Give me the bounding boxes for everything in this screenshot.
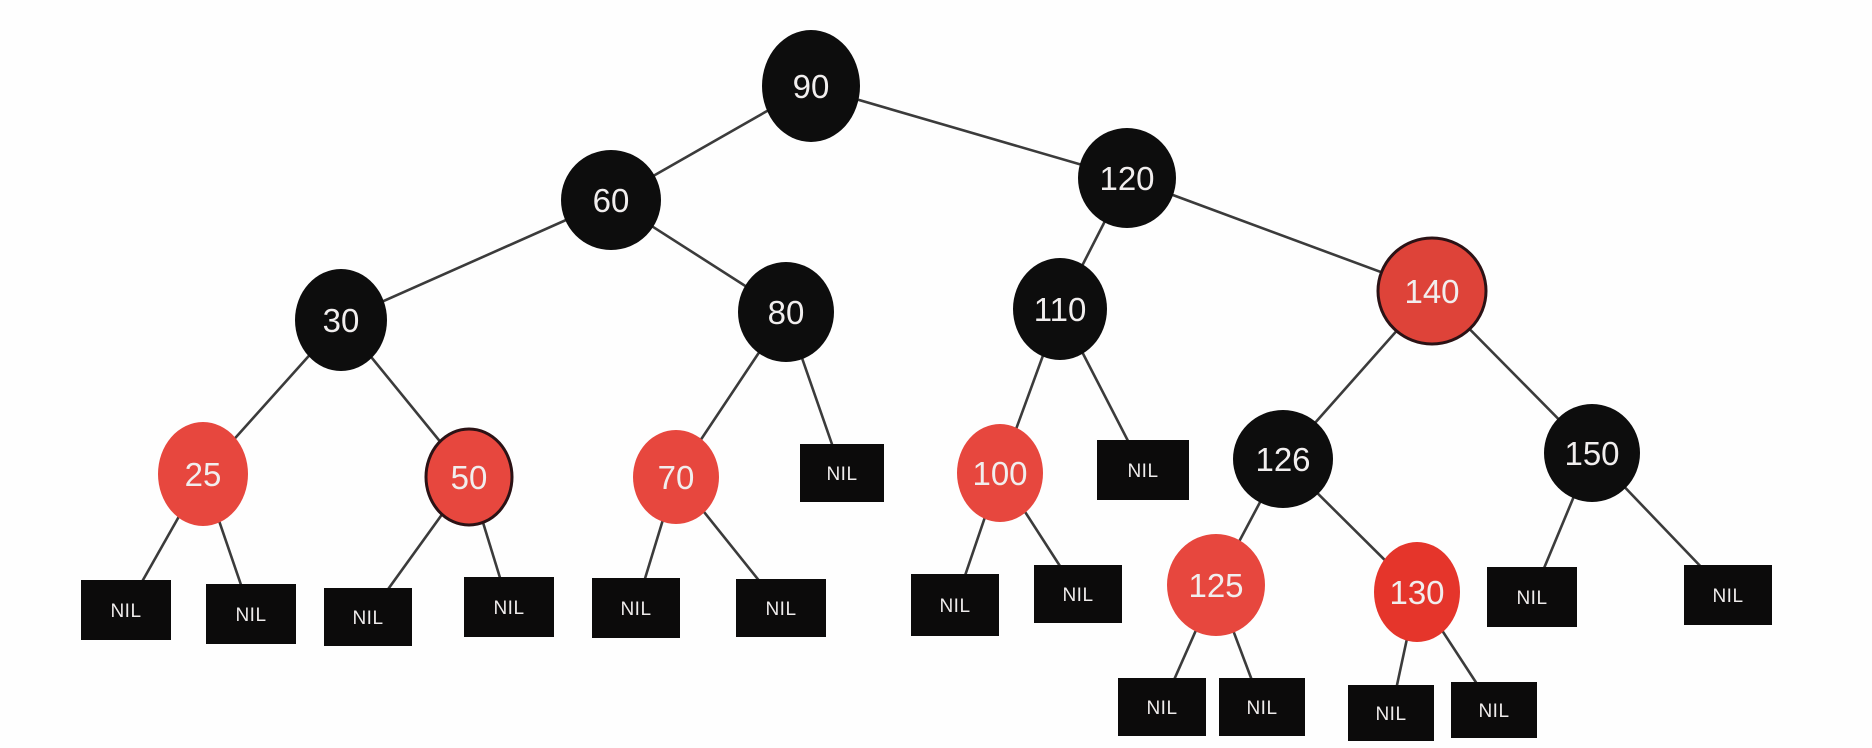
node-value-label: 130 [1389,574,1444,611]
node-circle [738,262,834,362]
node-value-label: 110 [1034,291,1087,328]
node-circle [1078,128,1176,228]
tree-node-60: 60 [561,150,661,250]
nil-label: NIL [826,464,857,485]
nil-leaf-nil-125-l: NIL [1118,678,1206,736]
nil-label: NIL [110,601,141,622]
node-value-label: 90 [793,68,830,105]
node-circle [561,150,661,250]
nil-box [800,444,884,502]
tree-edge-90-120 [810,84,1128,180]
node-circle [1376,236,1488,346]
tree-node-70: 70 [633,430,719,524]
node-circle [762,30,860,142]
node-circle [957,424,1043,522]
node-value-label: 126 [1255,441,1310,478]
nil-leaf-nil-130-l: NIL [1348,685,1434,741]
nil-box [1348,685,1434,741]
nil-leaf-nil-150-l: NIL [1487,567,1577,627]
nil-label: NIL [1246,698,1277,719]
tree-node-100: 100 [957,424,1043,522]
nil-label: NIL [493,598,524,619]
nil-leaf-nil-50-l: NIL [324,588,412,646]
node-value-label: 100 [972,455,1027,492]
node-value-label: 80 [768,294,805,331]
nil-box [1684,565,1772,625]
node-circle [295,269,387,371]
nil-label: NIL [1478,701,1509,722]
node-value-label: 60 [593,182,630,219]
node-value-label: 140 [1404,273,1459,310]
tree-node-125: 125 [1167,534,1265,636]
nil-label: NIL [352,608,383,629]
nil-leaf-nil-100-r: NIL [1034,565,1122,623]
node-value-label: 50 [451,459,488,496]
nil-box [1118,678,1206,736]
nil-label: NIL [1127,461,1158,482]
tree-node-50: 50 [424,427,514,527]
node-circle [1233,410,1333,508]
tree-node-126: 126 [1233,410,1333,508]
tree-node-90: 90 [762,30,860,142]
node-circle [1167,534,1265,636]
nil-label: NIL [1375,704,1406,725]
tree-node-30: 30 [295,269,387,371]
tree-node-130: 130 [1374,542,1460,642]
nil-leaf-nil-50-r: NIL [464,577,554,637]
tree-node-150: 150 [1544,404,1640,502]
node-value-label: 150 [1564,435,1619,472]
nil-leaf-nil-110-r: NIL [1097,440,1189,500]
nil-leaf-nil-80-r: NIL [800,444,884,502]
nil-label: NIL [765,599,796,620]
nil-label: NIL [1062,585,1093,606]
nil-box [1451,682,1537,738]
node-value-label: 70 [658,459,695,496]
node-circle [633,430,719,524]
nil-box [206,584,296,644]
nil-box [464,577,554,637]
nil-box [1097,440,1189,500]
nil-leaf-nil-125-r: NIL [1219,678,1305,736]
node-circle [1544,404,1640,502]
nil-leaf-nil-25-r: NIL [206,584,296,644]
node-circle [158,422,248,526]
node-circle [424,427,514,527]
tree-node-110: 110 [1013,258,1107,360]
nil-leaf-nil-100-l: NIL [911,574,999,636]
nil-box [911,574,999,636]
tree-node-25: 25 [158,422,248,526]
nil-box [592,578,680,638]
nil-box [736,579,826,637]
nil-label: NIL [235,605,266,626]
nil-box [1219,678,1305,736]
node-value-label: 25 [185,456,222,493]
nil-leaf-nil-150-r: NIL [1684,565,1772,625]
nil-label: NIL [1146,698,1177,719]
node-value-label: 30 [323,302,360,339]
nil-box [81,580,171,640]
nil-box [1487,567,1577,627]
node-value-label: 120 [1099,160,1154,197]
nil-label: NIL [1516,588,1547,609]
node-value-label: 125 [1188,567,1243,604]
nil-leaf-nil-130-r: NIL [1451,682,1537,738]
nil-label: NIL [1712,586,1743,607]
node-circle [1374,542,1460,642]
nil-leaf-nil-70-l: NIL [592,578,680,638]
nil-label: NIL [939,596,970,617]
tree-node-120: 120 [1078,128,1176,228]
nil-box [1034,565,1122,623]
tree-node-140: 140 [1376,236,1488,346]
nil-leaf-nil-70-r: NIL [736,579,826,637]
nil-leaf-nil-25-l: NIL [81,580,171,640]
node-circle [1013,258,1107,360]
tree-node-80: 80 [738,262,834,362]
nil-label: NIL [620,599,651,620]
nil-box [324,588,412,646]
